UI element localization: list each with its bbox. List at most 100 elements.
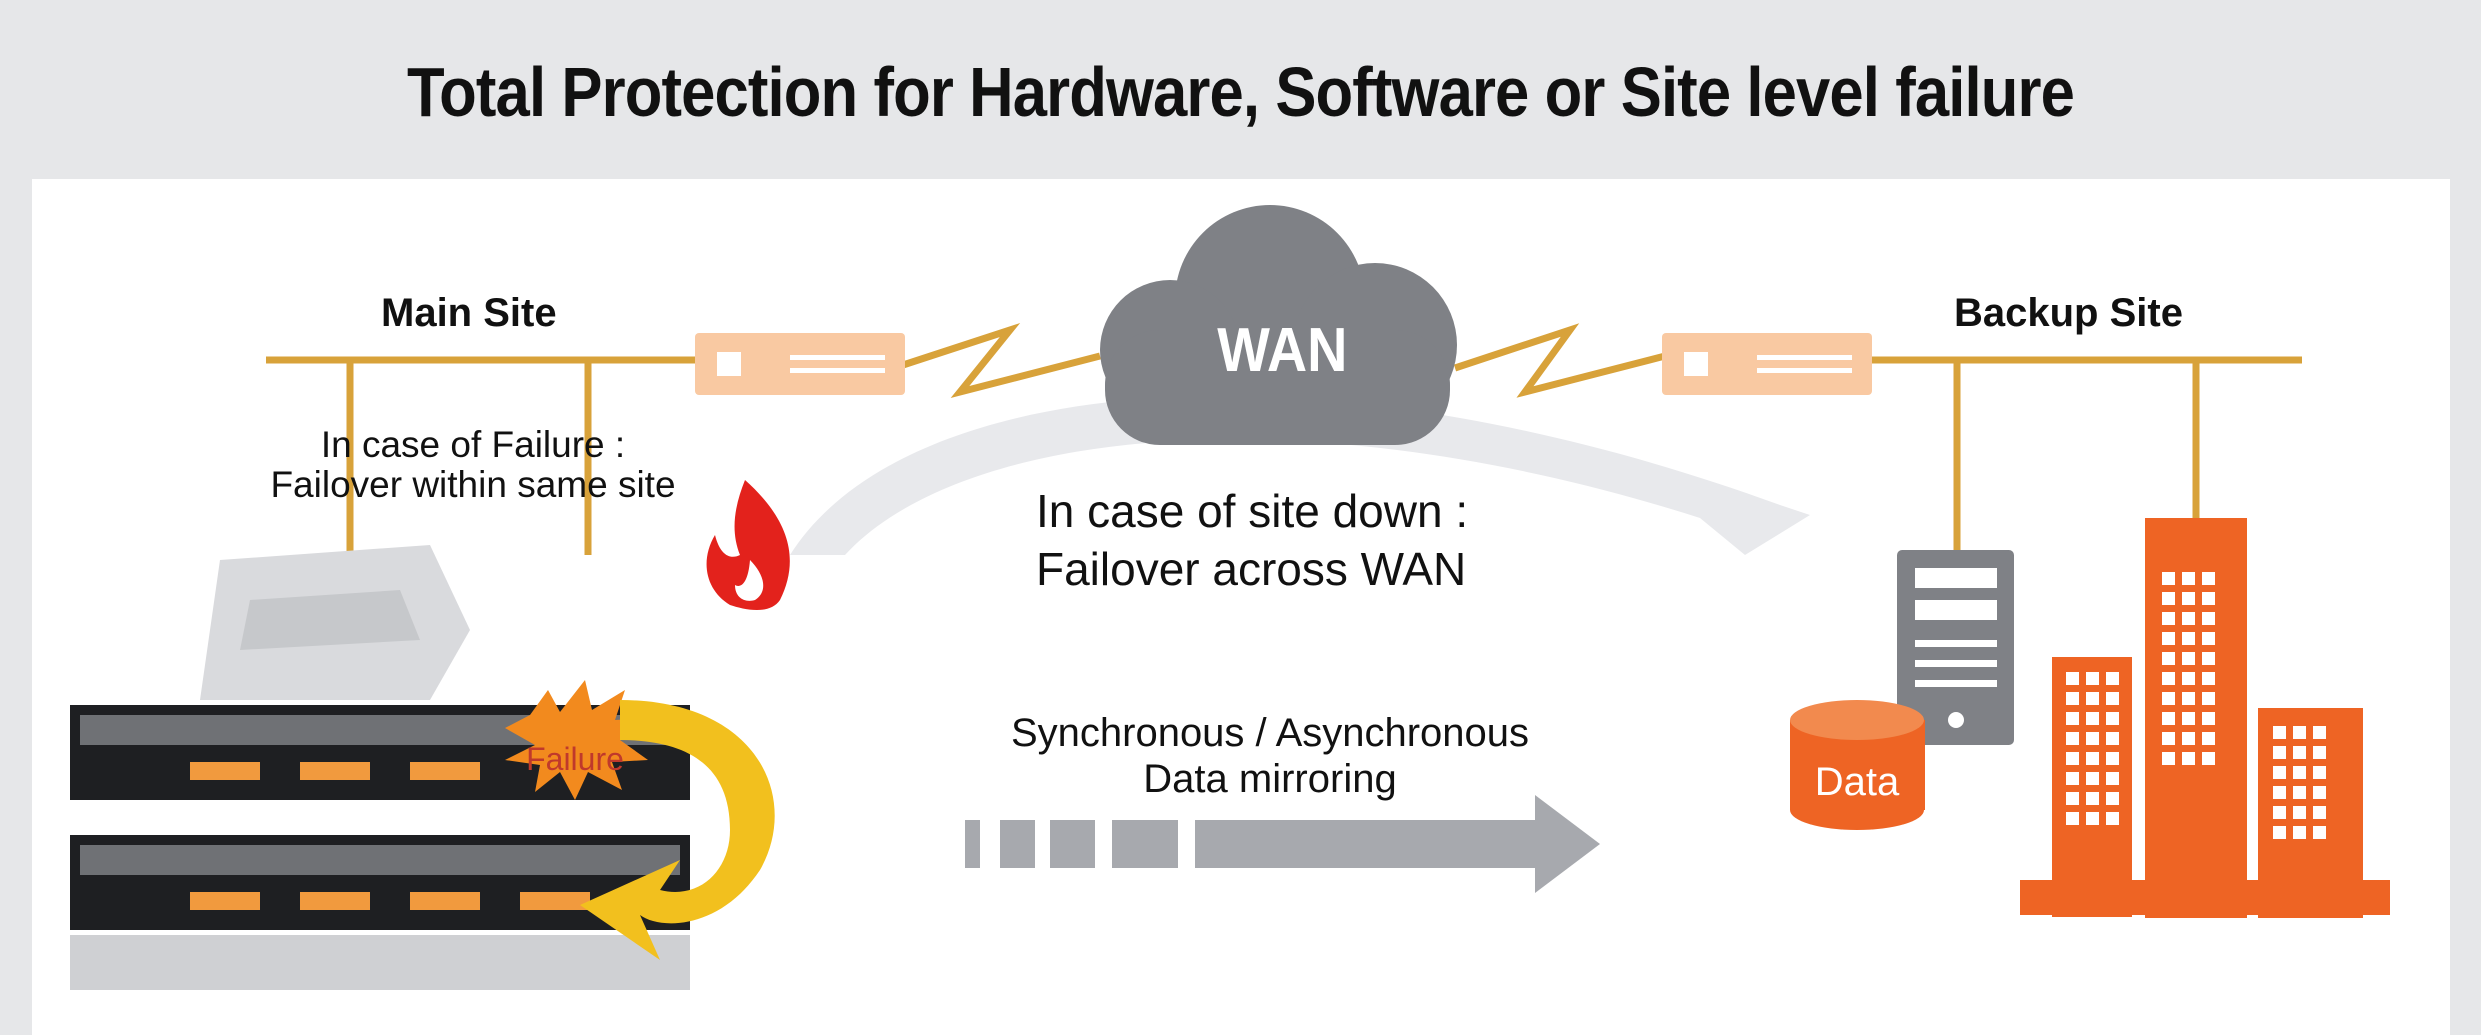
building-window [2182,632,2195,645]
building-window [2066,772,2079,785]
building-window [2293,766,2306,779]
rotate-arrow-icon [580,700,775,960]
building-window [2066,672,2079,685]
building-window [2162,692,2175,705]
building-window [2293,786,2306,799]
local-failover-line2: Failover within same site [270,464,676,505]
mirroring-arrow [965,795,1600,893]
building-window [2182,652,2195,665]
building-window [2162,572,2175,585]
building-window [2293,826,2306,839]
building-window [2086,772,2099,785]
local-failover-line1: In case of Failure : [320,424,626,465]
building-window [2313,726,2326,739]
backup-router-icon [1662,333,1872,395]
building-window [2273,766,2286,779]
main-router-icon [695,333,905,395]
building-window [2182,672,2195,685]
backup-site-network [1453,323,2302,552]
building-window [2086,812,2099,825]
building-window [2162,612,2175,625]
building-window [2106,752,2119,765]
building-window [2202,612,2215,625]
building-window [2182,692,2195,705]
building-window [2182,712,2195,725]
building-window [2162,652,2175,665]
building-window [2162,712,2175,725]
site-down-line2: Failover across WAN [1036,543,1467,595]
failure-badge-text: Failure [526,741,624,777]
building-window [2313,746,2326,759]
building-window [2086,672,2099,685]
failover-curve-arrow [790,396,1810,555]
database-icon [1790,700,1925,830]
building-window [2182,732,2195,745]
building-window [2293,806,2306,819]
building-window [2182,592,2195,605]
building-window [2106,672,2119,685]
building-window [2202,752,2215,765]
building-window [2182,612,2195,625]
building-window [2086,792,2099,805]
building-window [2202,732,2215,745]
building-window [2066,792,2079,805]
building-window [2202,632,2215,645]
building-window [2162,672,2175,685]
building-window [2313,786,2326,799]
building-window [2313,826,2326,839]
building-window [2066,812,2079,825]
building-window [2313,806,2326,819]
building-window [2106,792,2119,805]
building-window [2106,772,2119,785]
mirroring-line2: Data mirroring [1143,757,1397,801]
building-window [2202,592,2215,605]
site-down-line1: In case of site down : [1036,485,1469,537]
building-window [2086,712,2099,725]
server-tower-icon [1897,550,2014,745]
main-site-label: Main Site [381,291,557,335]
building-window [2086,692,2099,705]
building-window [2066,752,2079,765]
page-title: Total Protection for Hardware, Software … [407,53,2075,131]
building-window [2066,692,2079,705]
building-window [2273,786,2286,799]
mirroring-text: Synchronous / Asynchronous Data mirrorin… [960,710,1580,802]
building-window [2273,806,2286,819]
building-window [2106,712,2119,725]
building-window [2273,746,2286,759]
failure-burst-icon [505,680,650,800]
building-window [2162,732,2175,745]
building-window [2086,732,2099,745]
building-window [2182,752,2195,765]
building-window [2182,572,2195,585]
wan-label: WAN [1217,316,1348,385]
building-window [2313,766,2326,779]
main-site-network [266,322,1101,680]
building-window [2066,732,2079,745]
building-window [2162,752,2175,765]
building-window [2273,726,2286,739]
backup-site-label: Backup Site [1954,291,2183,335]
local-failover-text: In case of Failure : Failover within sam… [233,425,713,505]
building-window [2106,812,2119,825]
building-window [2202,712,2215,725]
building-window [2293,726,2306,739]
data-label: Data [1815,760,1900,804]
building-window [2162,592,2175,605]
building-window [2106,732,2119,745]
building-window [2202,692,2215,705]
building-window [2162,632,2175,645]
building-window [2066,712,2079,725]
mirroring-line1: Synchronous / Asynchronous [1010,711,1530,755]
building-window [2273,826,2286,839]
window-grid [2066,572,2326,839]
fire-icon [706,480,790,610]
building-window [2106,692,2119,705]
wan-cloud-icon [1100,205,1457,445]
building-window [2202,652,2215,665]
building-window [2086,752,2099,765]
site-down-text: In case of site down : Failover across W… [1036,482,1468,598]
building-window [2202,572,2215,585]
building-window [2293,746,2306,759]
